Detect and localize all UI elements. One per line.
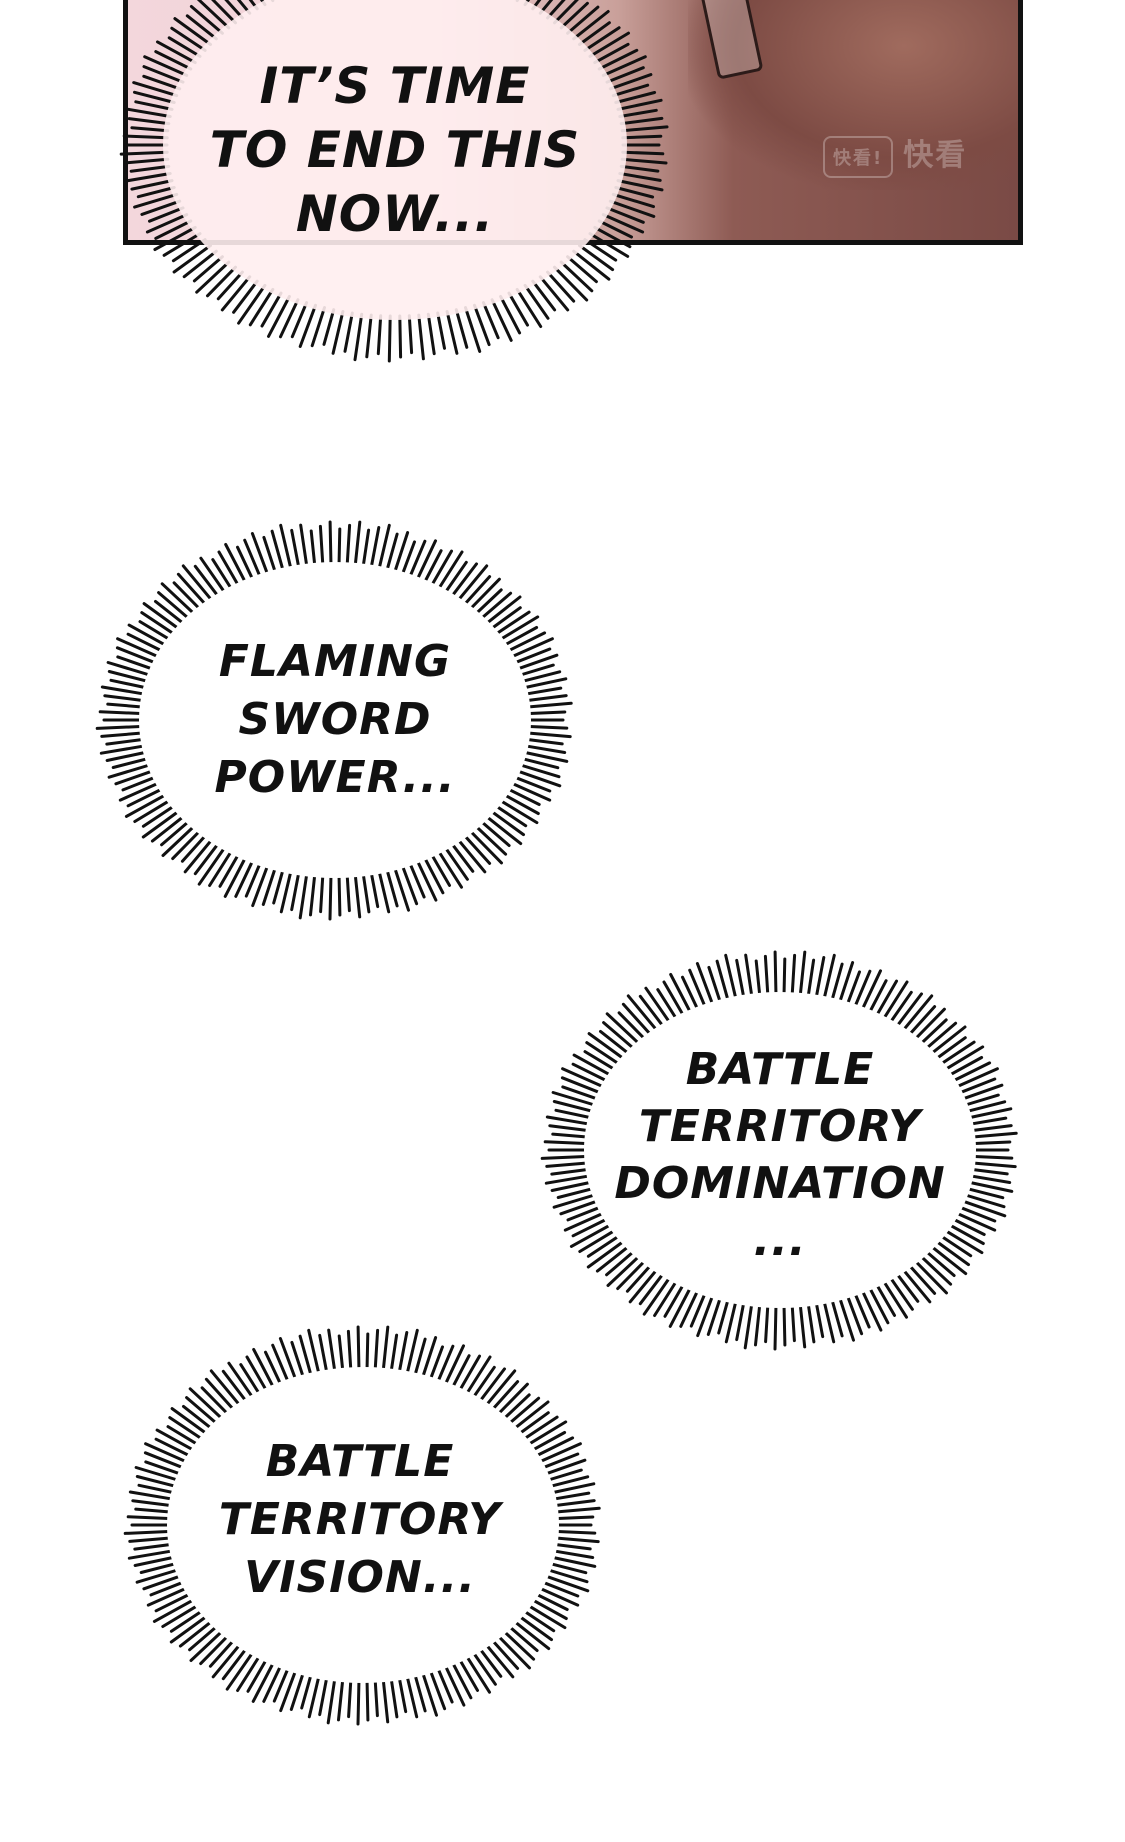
bubble-domination-spikes (540, 950, 1018, 1351)
bubble-text-flaming-sword: FLAMING SWORD POWER... (214, 636, 456, 803)
watermark-logo: 快看! (823, 135, 894, 178)
bubble-flaming-sword-body (139, 562, 531, 878)
bubble-end-this-body (163, 0, 627, 320)
bubble-flaming-sword-spikes (95, 520, 573, 921)
bubble-text-vision: BATTLE TERRITORY VISION... (218, 1436, 502, 1603)
bubble-end-this (119, 0, 669, 363)
bubble-end-this-spikes (119, 0, 669, 363)
bubble-domination-body (584, 992, 976, 1308)
watermark: 快看! 快看 (823, 130, 967, 178)
bubble-vision (123, 1325, 601, 1726)
bubble-domination (540, 950, 1018, 1351)
bubble-text-end-this: IT’S TIME TO END THIS NOW... (209, 57, 581, 243)
bubble-flaming-sword (95, 520, 573, 921)
watermark-text: 快看 (903, 138, 968, 173)
bubble-text-domination: BATTLE TERRITORY DOMINATION ... (614, 1044, 946, 1266)
bubble-vision-body (167, 1367, 559, 1683)
character-figure (688, 0, 1018, 190)
bubble-vision-spikes (123, 1325, 601, 1726)
